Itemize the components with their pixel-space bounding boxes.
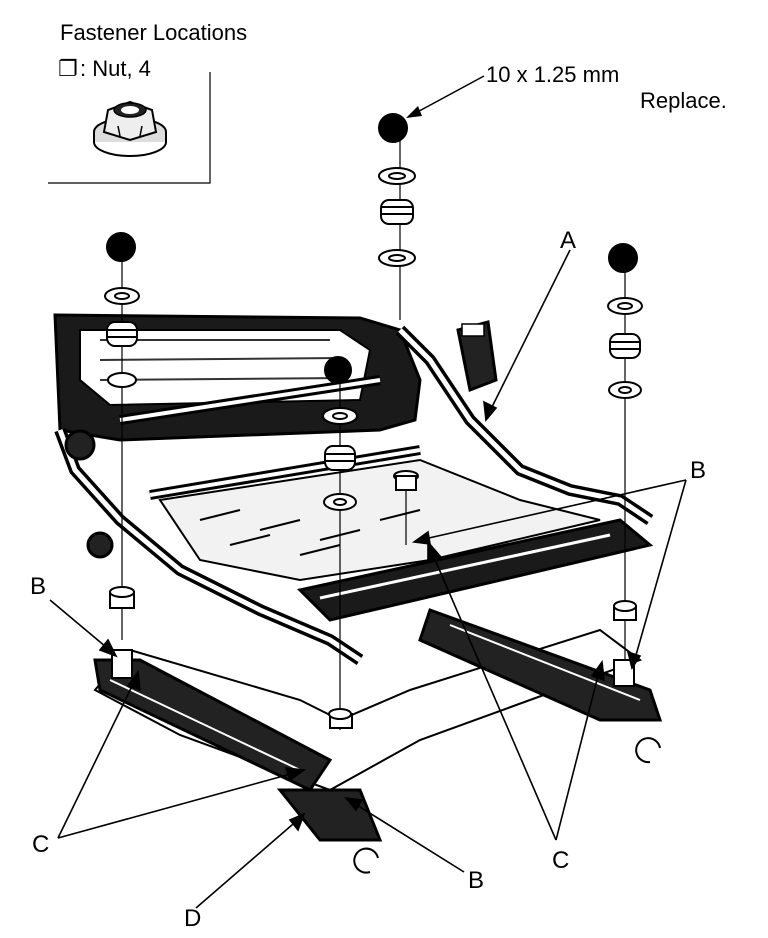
fastener-stack-rear-center xyxy=(378,113,416,320)
callout-c-left: C xyxy=(32,831,49,858)
legend-title: Fastener Locations xyxy=(60,20,247,45)
fastener-stack-right xyxy=(607,243,643,687)
replace-note: Replace. xyxy=(640,88,727,113)
flange-nut-icon xyxy=(93,100,167,157)
center-stud xyxy=(393,470,419,545)
callout-labels: A B B C C B D xyxy=(30,227,706,932)
fastener-legend: Fastener Locations ❐ : Nut, 4 xyxy=(48,20,247,184)
bolt-size: 10 x 1.25 mm xyxy=(486,62,619,87)
fastener-stack-left xyxy=(104,232,140,679)
rail-end-marks xyxy=(353,737,661,874)
seat-frame xyxy=(53,313,663,842)
callout-b-bottom: B xyxy=(468,867,484,894)
callout-d: D xyxy=(184,905,201,932)
callout-a: A xyxy=(560,227,576,254)
callout-b-left: B xyxy=(30,573,46,600)
bolt-spec: 10 x 1.25 mm Replace. xyxy=(406,62,727,118)
callout-c-right: C xyxy=(552,847,569,874)
legend-item: : Nut, 4 xyxy=(80,56,151,81)
leader-lines xyxy=(49,249,687,909)
callout-b-right: B xyxy=(690,457,706,484)
legend-border xyxy=(48,72,211,184)
fastener-stack-mid xyxy=(322,356,358,730)
legend-symbol: ❐ xyxy=(58,56,78,81)
